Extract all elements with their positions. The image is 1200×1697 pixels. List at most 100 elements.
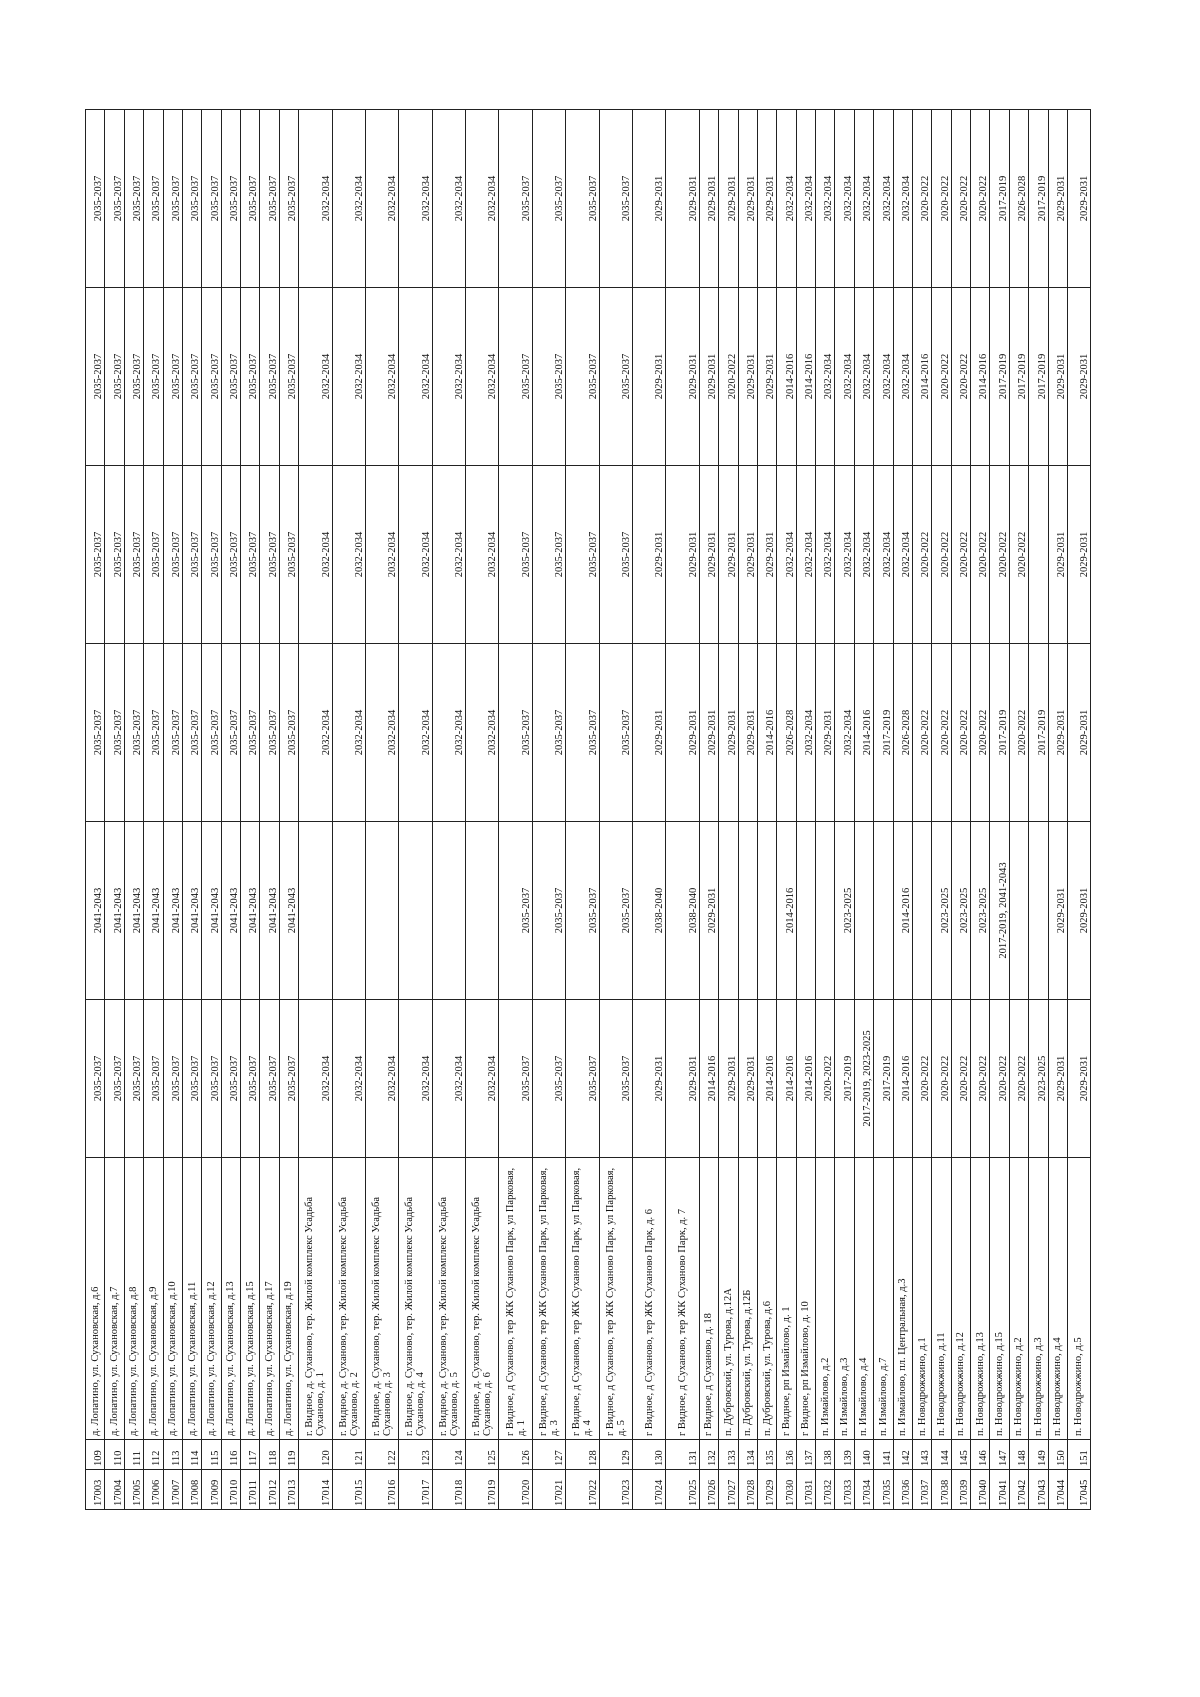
row-code-cell: 17028 [738, 1469, 758, 1510]
period-cell: 2032-2034 [854, 109, 874, 288]
row-code-cell: 17045 [1067, 1469, 1091, 1510]
period-cell: 2023-2025 [970, 821, 990, 1000]
period-cell [365, 821, 399, 1000]
period-cell: 2035-2037 [240, 287, 260, 466]
period-cell: 2032-2034 [854, 287, 874, 466]
period-cell: 2032-2034 [776, 109, 797, 288]
period-cell: 2029-2031 [632, 999, 666, 1158]
period-cell: 2032-2034 [298, 643, 333, 822]
period-cell: 2035-2037 [124, 465, 144, 644]
address-cell: г. Видное, д. Суханово, тер. Жилой компл… [465, 1157, 499, 1440]
period-cell: 2032-2034 [834, 643, 855, 822]
row-code-cell: 17017 [398, 1469, 433, 1510]
period-cell [738, 821, 758, 1000]
row-code-cell: 17011 [240, 1469, 260, 1510]
row-number-cell: 116 [221, 1439, 241, 1470]
period-cell: 2038-2040 [665, 821, 700, 1000]
row-number-cell: 149 [1028, 1439, 1049, 1470]
row-number-cell: 113 [163, 1439, 183, 1470]
row-number-cell: 141 [873, 1439, 894, 1470]
period-cell: 2032-2034 [298, 465, 333, 644]
row-number-cell: 143 [912, 1439, 932, 1470]
period-cell: 2029-2031 [699, 821, 719, 1000]
period-cell: 2014-2016 [757, 999, 777, 1158]
row-number-cell: 142 [893, 1439, 913, 1470]
address-cell: п. Дубровский, ул. Турова, д.12А [718, 1157, 739, 1440]
period-cell: 2029-2031 [1067, 821, 1091, 1000]
row-number-cell: 112 [143, 1439, 163, 1470]
row-number-cell: 117 [240, 1439, 260, 1470]
period-cell [873, 821, 894, 1000]
period-cell: 2029-2031 [1067, 465, 1091, 644]
period-cell: 2023-2025 [834, 821, 855, 1000]
period-cell: 2032-2034 [398, 643, 433, 822]
row-number-cell: 148 [1009, 1439, 1029, 1470]
period-cell: 2041-2043 [143, 821, 163, 1000]
period-cell: 2014-2016 [970, 287, 990, 466]
period-cell: 2035-2037 [163, 109, 183, 288]
period-cell: 2035-2037 [565, 465, 600, 644]
period-cell: 2035-2037 [163, 465, 183, 644]
row-number-cell: 110 [104, 1439, 125, 1470]
period-cell: 2041-2043 [240, 821, 260, 1000]
period-cell: 2020-2022 [931, 999, 952, 1158]
period-cell: 2035-2037 [565, 109, 600, 288]
period-cell: 2032-2034 [815, 287, 835, 466]
period-cell: 2029-2031 [1067, 643, 1091, 822]
period-cell: 2029-2031 [1048, 821, 1068, 1000]
row-code-cell: 17029 [757, 1469, 777, 1510]
period-cell: 2032-2034 [834, 109, 855, 288]
period-cell: 2035-2037 [498, 999, 533, 1158]
row-number-cell: 125 [465, 1439, 499, 1470]
row-code-cell: 17036 [893, 1469, 913, 1510]
period-cell: 2014-2016 [893, 821, 913, 1000]
period-cell: 2020-2022 [1009, 999, 1029, 1158]
row-number-cell: 133 [718, 1439, 739, 1470]
period-cell: 2020-2022 [718, 287, 739, 466]
period-cell: 2032-2034 [432, 109, 466, 288]
row-number-cell: 139 [834, 1439, 855, 1470]
period-cell: 2035-2037 [143, 999, 163, 1158]
period-cell: 2029-2031 [665, 287, 700, 466]
period-cell: 2014-2016 [796, 287, 816, 466]
period-cell: 2029-2031 [699, 109, 719, 288]
period-cell: 2026-2028 [1009, 109, 1029, 288]
address-cell: г. Видное, д. Суханово, тер. Жилой компл… [298, 1157, 333, 1440]
period-cell: 2014-2016 [796, 999, 816, 1158]
address-cell: п. Новодрожжино, д.3 [1028, 1157, 1049, 1440]
row-code-cell: 17025 [665, 1469, 700, 1510]
row-code-cell: 17043 [1028, 1469, 1049, 1510]
period-cell: 2032-2034 [854, 465, 874, 644]
address-cell: п. Измайлово, д.3 [834, 1157, 855, 1440]
row-code-cell: 17009 [201, 1469, 222, 1510]
period-cell: 2035-2037 [221, 287, 241, 466]
period-cell: 2041-2043 [279, 821, 299, 1000]
period-cell: 2041-2043 [104, 821, 125, 1000]
row-code-cell: 17003 [85, 1469, 105, 1510]
period-cell: 2029-2031 [632, 643, 666, 822]
address-cell: п. Новодрожжино, д.1 [912, 1157, 932, 1440]
period-cell: 2032-2034 [873, 109, 894, 288]
period-cell: 2029-2031 [632, 109, 666, 288]
row-code-cell: 17022 [565, 1469, 600, 1510]
address-cell: д. Лопатино, ул. Сухановская, д.11 [182, 1157, 202, 1440]
period-cell: 2029-2031 [665, 109, 700, 288]
row-code-cell: 17037 [912, 1469, 932, 1510]
period-cell: 2020-2022 [951, 465, 971, 644]
address-cell: д. Лопатино, ул. Сухановская, д.13 [221, 1157, 241, 1440]
period-cell: 2035-2037 [143, 287, 163, 466]
period-cell: 2032-2034 [365, 999, 399, 1158]
period-cell: 2041-2043 [221, 821, 241, 1000]
period-cell: 2035-2037 [124, 999, 144, 1158]
period-cell: 2032-2034 [465, 109, 499, 288]
address-cell: д. Лопатино, ул. Сухановская, д.15 [240, 1157, 260, 1440]
